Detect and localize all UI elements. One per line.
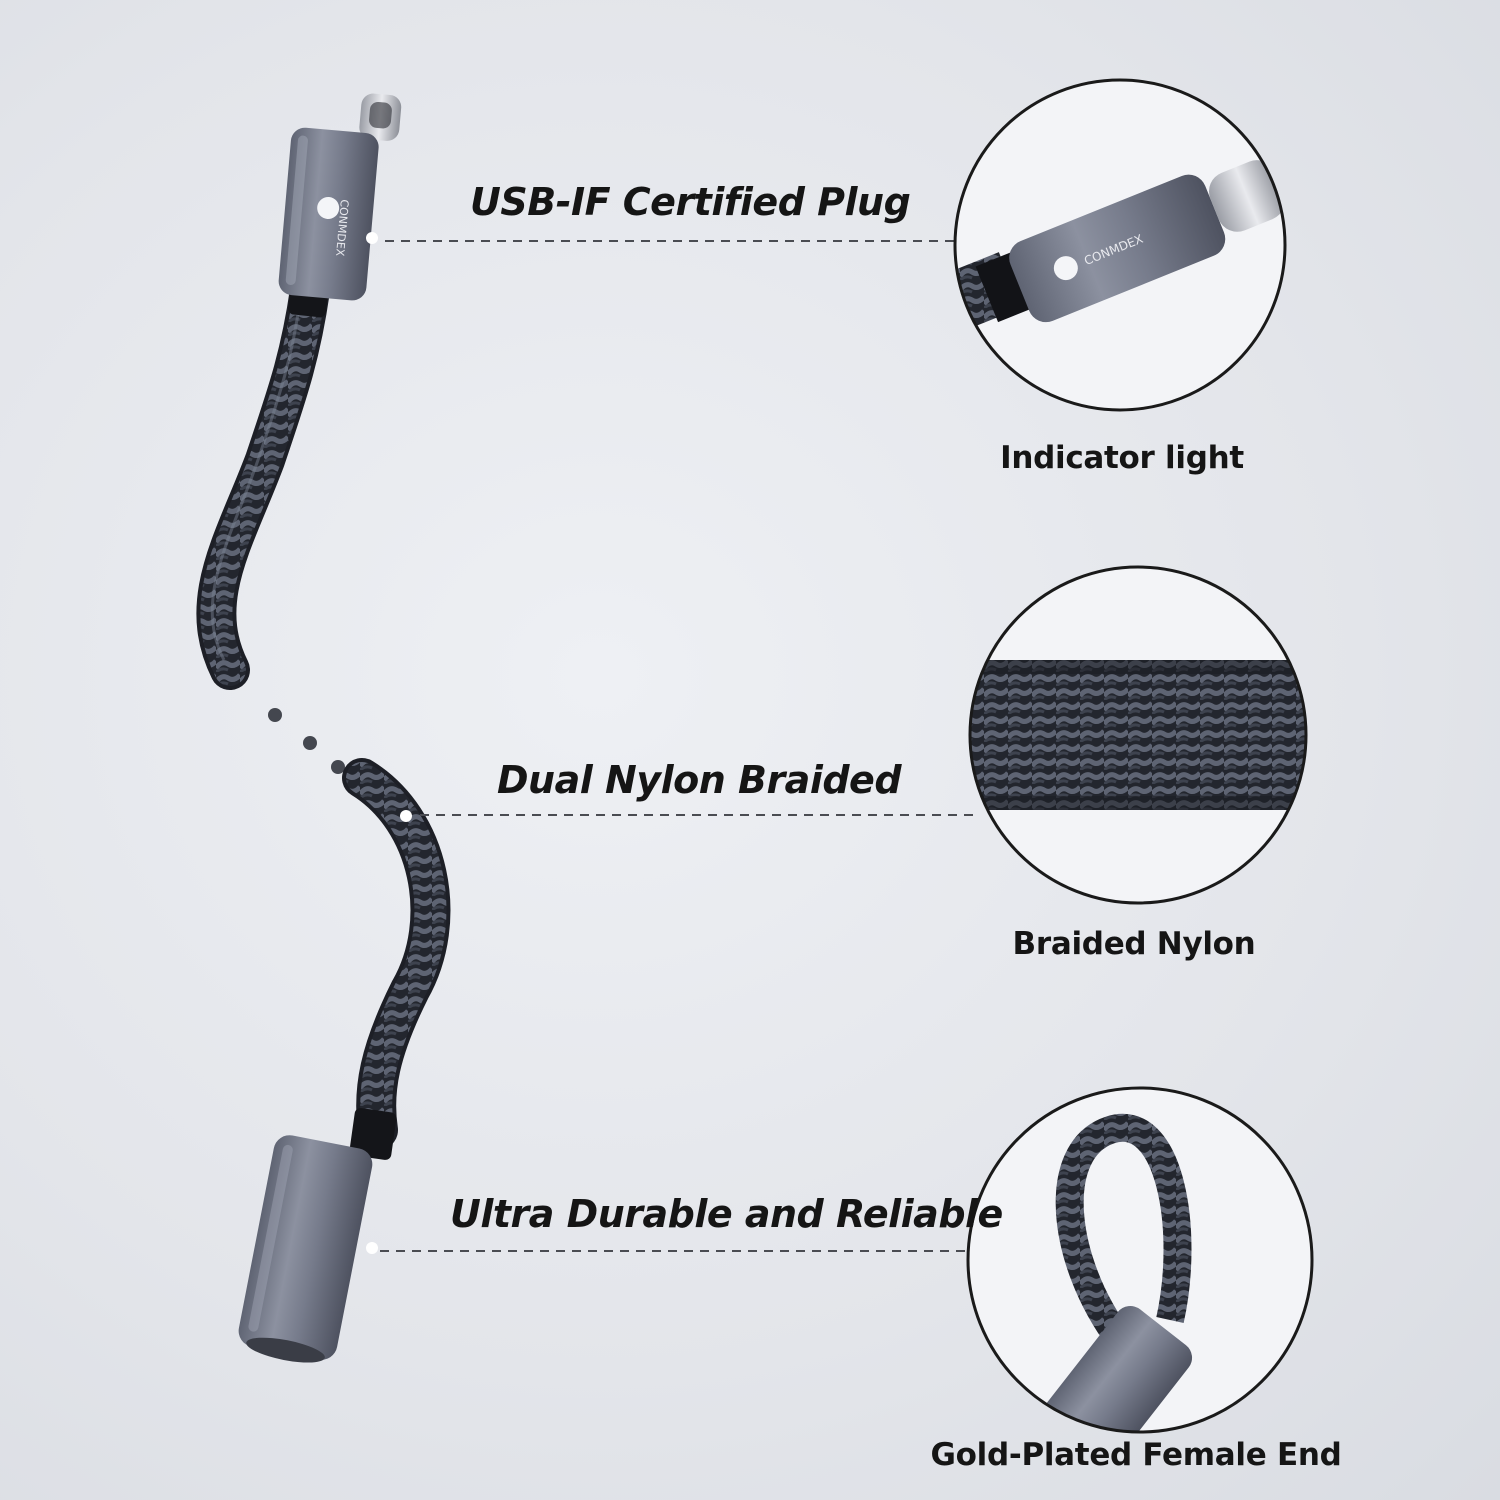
caption-indicator-light: Indicator light bbox=[1000, 440, 1244, 476]
callout-nylon-braided: Dual Nylon Braided bbox=[497, 758, 902, 802]
callout-certified-plug: USB-IF Certified Plug bbox=[470, 180, 911, 224]
highlight-sparkles bbox=[366, 232, 412, 1254]
caption-braided-nylon: Braided Nylon bbox=[1012, 926, 1256, 962]
leader-lines bbox=[380, 240, 975, 1252]
detail-circle-plug: CONMDEX bbox=[953, 78, 1287, 412]
usb-c-male-plug: CONMDEX bbox=[278, 93, 402, 301]
brand-logo: CONMDEX bbox=[333, 199, 351, 257]
continuation-dots bbox=[268, 708, 345, 774]
detail-circle-loop bbox=[966, 1086, 1314, 1434]
lower-cable bbox=[342, 758, 451, 1160]
upper-cable bbox=[196, 266, 330, 690]
caption-female-end: Gold-Plated Female End bbox=[930, 1437, 1342, 1473]
callout-durable: Ultra Durable and Reliable bbox=[450, 1192, 1003, 1236]
detail-circle-braid bbox=[968, 565, 1308, 905]
usb-c-female-end bbox=[238, 1135, 373, 1363]
